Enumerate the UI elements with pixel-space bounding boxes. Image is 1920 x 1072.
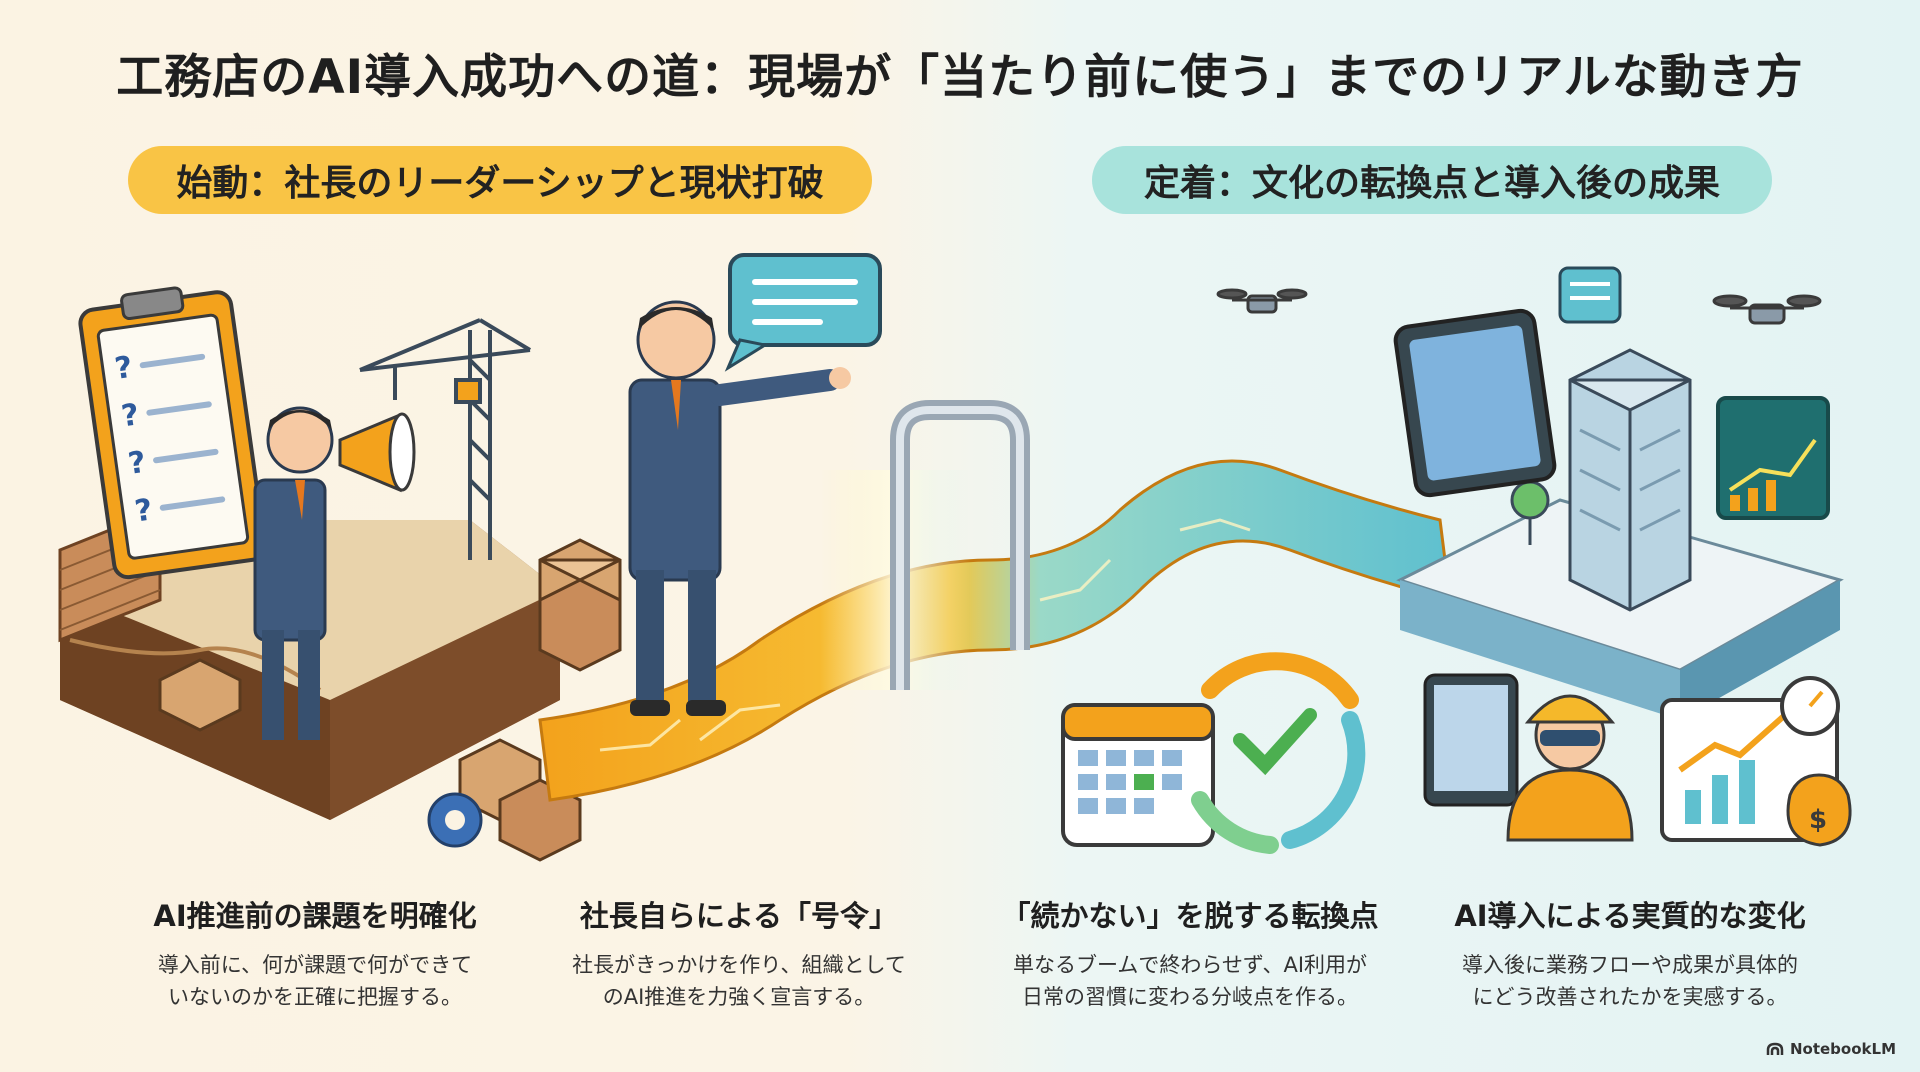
analytics-panel	[1716, 396, 1830, 520]
step-desc-line: いないのかを正確に把握する。	[168, 985, 462, 1009]
clipboard-icon: ????	[78, 286, 267, 580]
refresh-cycle-icon	[1191, 652, 1366, 854]
speech-bubble-icon	[1558, 266, 1622, 324]
svg-text:$: $	[1809, 805, 1827, 835]
svg-text:?: ?	[133, 492, 155, 529]
step-desc-line: 日常の習慣に変わる分岐点を作る。	[1022, 985, 1358, 1009]
step-desc-line: 社長がきっかけを作り、組織として	[572, 953, 906, 977]
gear-icon	[427, 792, 483, 848]
person-megaphone	[253, 406, 334, 740]
brand-name: NotebookLM	[1789, 1040, 1896, 1058]
crane-icon	[359, 318, 532, 560]
step-desc-line: にどう改善されたかを実感する。	[1472, 985, 1788, 1009]
calendar-icon	[1061, 703, 1215, 847]
step-card: AI導入による実質的な変化 導入後に業務フローや成果が具体的 にどう改善されたか…	[1415, 893, 1845, 1013]
notebooklm-logo-icon	[1766, 1042, 1784, 1055]
stopwatch-icon	[1780, 676, 1840, 736]
step-title: 社長自らによる「号令」	[579, 899, 899, 933]
step-title: 「続かない」を脱する転換点	[1001, 899, 1379, 933]
tablet-icon	[1423, 673, 1519, 807]
step-desc-line: 単なるブームで終わらせず、AI利用が	[1012, 953, 1368, 977]
svg-text:?: ?	[119, 397, 141, 434]
step-title: AI導入による実質的な変化	[1454, 899, 1806, 933]
money-bag-icon: $	[1786, 773, 1852, 847]
brand-watermark: NotebookLM	[1766, 1040, 1896, 1058]
step-desc-line: 導入後に業務フローや成果が具体的	[1462, 953, 1798, 977]
step-card: 「続かない」を脱する転換点 単なるブームで終わらせず、AI利用が 日常の習慣に変…	[975, 893, 1405, 1013]
step-title: AI推進前の課題を明確化	[153, 899, 477, 933]
person-leader	[628, 300, 851, 716]
building	[1510, 348, 1692, 612]
step-card: 社長自らによる「号令」 社長がきっかけを作り、組織として のAI推進を力強く宣言…	[524, 893, 954, 1013]
megaphone-icon	[338, 412, 416, 493]
tablet-icon	[1393, 308, 1557, 498]
step-card: AI推進前の課題を明確化 導入前に、何が課題で何ができて いないのかを正確に把握…	[100, 893, 530, 1013]
page-title: 工務店のAI導入成功への道：現場が「当たり前に使う」までのリアルな動き方	[116, 50, 1804, 105]
step-desc-line: のAI推進を力強く宣言する。	[602, 985, 876, 1009]
step-desc-line: 導入前に、何が課題で何ができて	[157, 953, 473, 977]
hardhat-worker-icon	[1506, 694, 1634, 842]
drone-icon	[1216, 288, 1822, 325]
svg-text:?: ?	[113, 350, 135, 387]
gate-icon	[890, 400, 1030, 690]
boxes	[158, 538, 622, 862]
svg-text:?: ?	[126, 445, 148, 482]
phase-label-establish: 定着：文化の転換点と導入後の成果	[1092, 146, 1772, 214]
speech-bubble-icon	[724, 253, 882, 372]
phase-label-start: 始動：社長のリーダーシップと現状打破	[128, 146, 872, 214]
